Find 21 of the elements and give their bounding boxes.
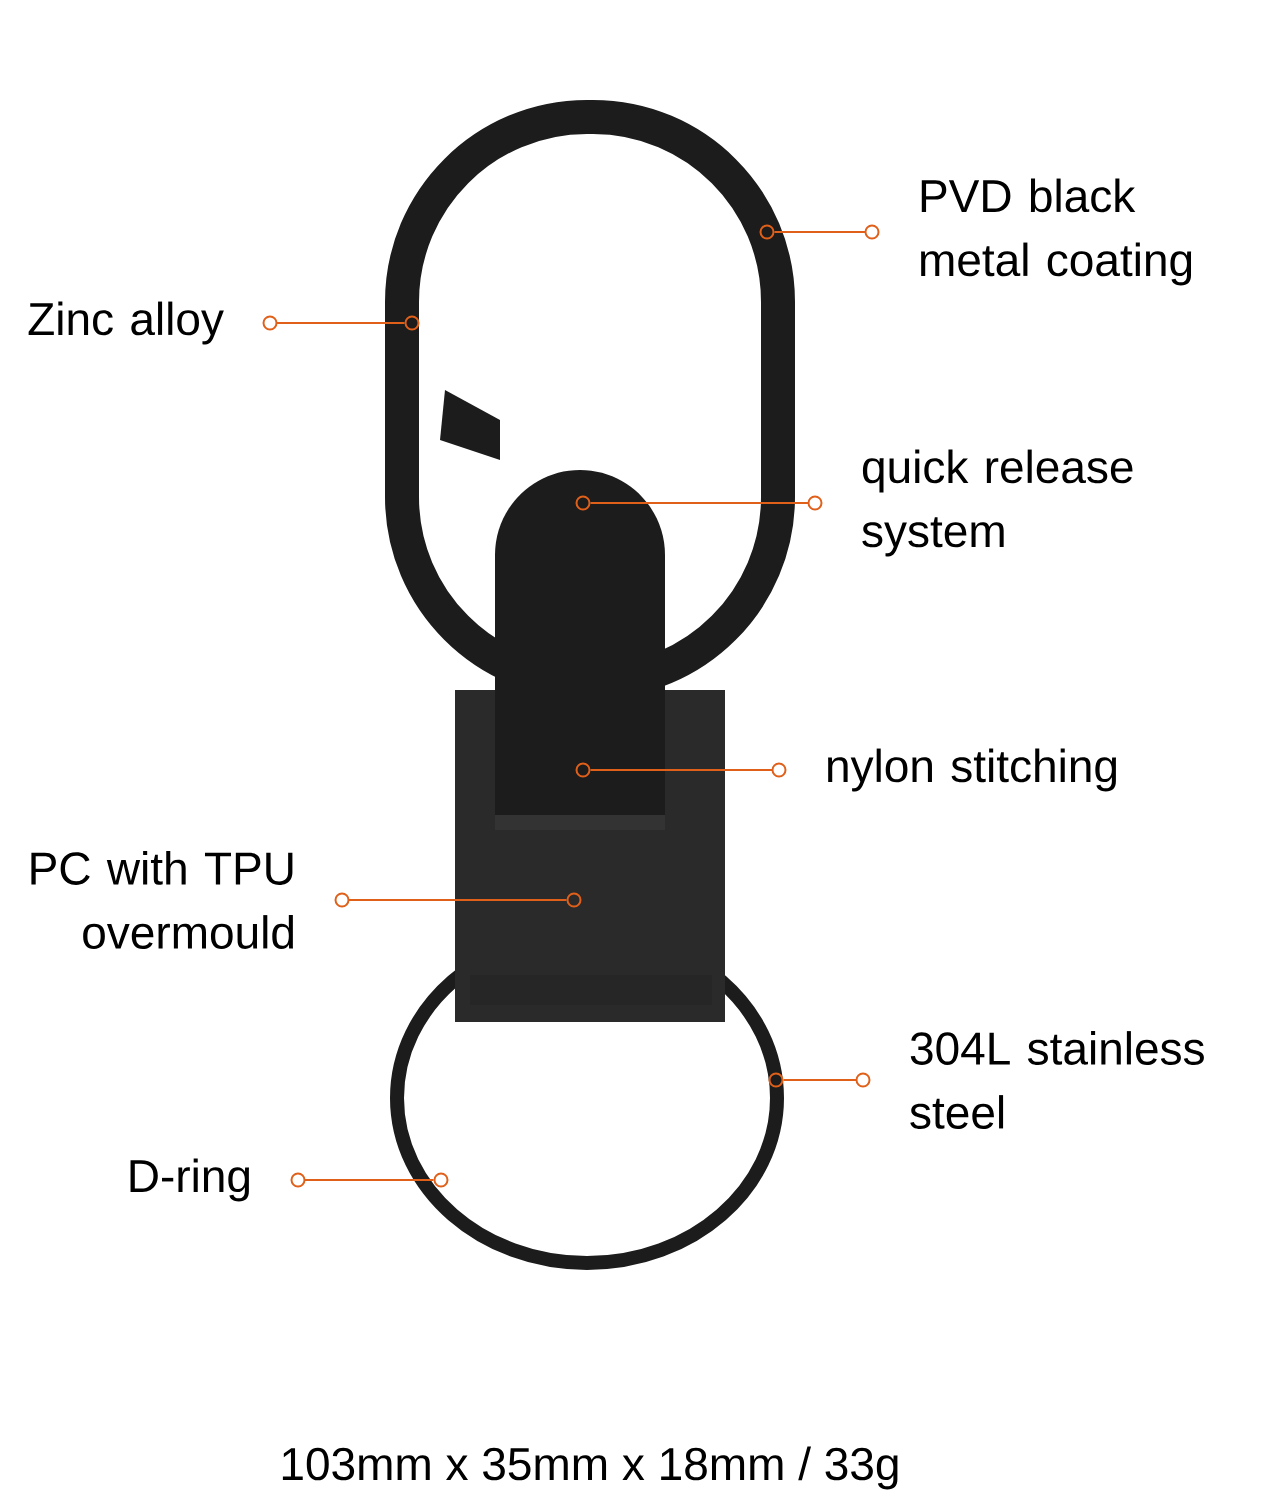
target-ring (566, 892, 582, 908)
leader-line (303, 1179, 435, 1181)
leader-line (589, 769, 774, 771)
target-ring (759, 224, 775, 240)
part-label: nylon stitching (771, 748, 1117, 792)
part-label: PVD black metal coating (864, 178, 1192, 286)
part-label: 304L stainless steel (855, 1031, 1204, 1129)
leader-line (275, 322, 406, 324)
target-ring (404, 315, 420, 331)
part-label: D-ring (130, 1158, 306, 1202)
target-ring (433, 1172, 449, 1188)
part-label: quick release system (807, 449, 1133, 557)
part-label: Zinc alloy (28, 301, 278, 345)
target-ring (575, 495, 591, 511)
target-ring (575, 762, 591, 778)
leader-line (347, 899, 568, 901)
part-label: PC with TPU overmould (31, 851, 350, 949)
target-ring (768, 1072, 784, 1088)
leader-line (589, 502, 810, 504)
leader-line (782, 1079, 858, 1081)
dimension-label: 103mm x 35mm x 18mm / 33g (282, 1446, 898, 1490)
